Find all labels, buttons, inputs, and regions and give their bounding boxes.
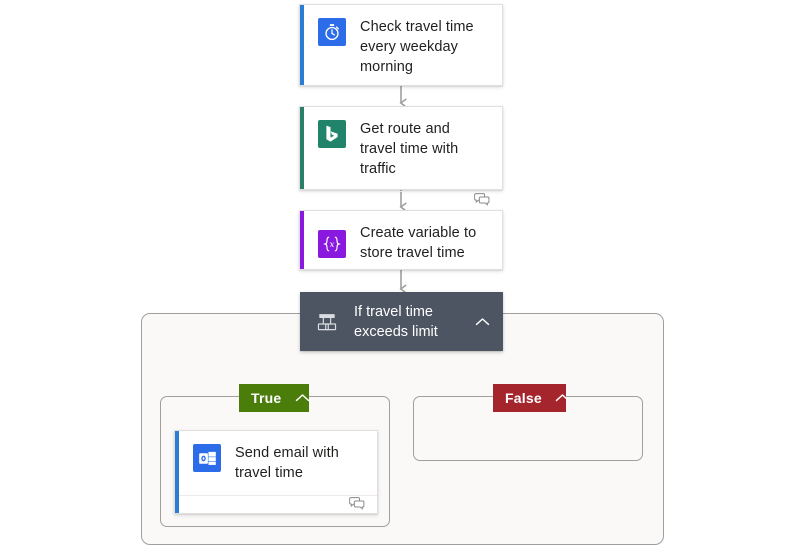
chevron-up-icon[interactable]: [554, 389, 572, 407]
node-footer: [175, 495, 377, 515]
branch-label-true[interactable]: True: [239, 384, 311, 412]
node-accent-bar: [300, 107, 304, 189]
node-title: Send email with travel time: [235, 445, 339, 481]
chevron-up-icon[interactable]: [293, 389, 311, 407]
control-condition-icon: [314, 309, 340, 335]
svg-text:x: x: [330, 240, 335, 250]
chevron-up-icon[interactable]: [473, 313, 491, 331]
branch-label-text: True: [251, 390, 282, 406]
node-get-route-and-travel-time[interactable]: Get route and travel time with traffic: [299, 106, 503, 206]
node-create-variable[interactable]: x Create variable to store travel time: [299, 210, 503, 270]
variable-icon: x: [318, 229, 346, 258]
node-accent-bar: [300, 5, 304, 85]
node-title: Check travel time every weekday morning: [360, 19, 474, 75]
node-if-travel-time-exceeds-limit[interactable]: If travel time exceeds limit: [300, 292, 503, 351]
stopwatch-icon: [318, 18, 346, 46]
node-footer: [300, 191, 502, 211]
node-check-travel-time[interactable]: Check travel time every weekday morning: [299, 4, 503, 86]
comment-icon[interactable]: [474, 192, 490, 211]
node-accent-bar: [175, 431, 179, 513]
node-send-email-with-travel-time[interactable]: Send email with travel time: [174, 430, 378, 514]
node-title: Get route and travel time with traffic: [360, 121, 459, 177]
bing-maps-icon: [318, 120, 346, 148]
node-accent-bar: [300, 211, 304, 269]
branch-label-false[interactable]: False: [493, 384, 570, 412]
outlook-icon: [193, 444, 221, 472]
comment-icon[interactable]: [349, 496, 365, 515]
branch-label-text: False: [505, 390, 542, 406]
node-title: Create variable to store travel time: [360, 225, 477, 261]
condition-title: If travel time exceeds limit: [354, 303, 438, 340]
